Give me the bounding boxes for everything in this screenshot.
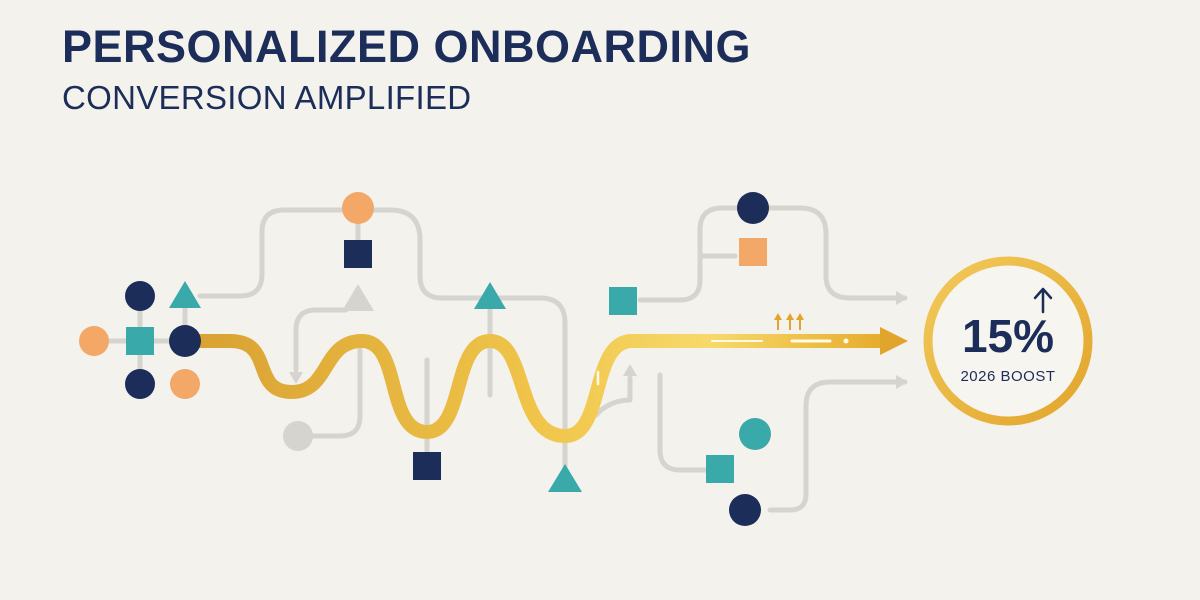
navy-circle-node xyxy=(737,192,769,224)
orange-circle-node xyxy=(170,369,200,399)
teal-square-node xyxy=(609,287,637,315)
arrowhead-gray xyxy=(896,291,908,305)
arrowhead-gray xyxy=(896,375,908,389)
navy-square-node xyxy=(344,240,372,268)
arrowhead-gray xyxy=(289,372,303,384)
navy-circle-node xyxy=(125,281,155,311)
gray-arrowheads xyxy=(289,291,908,389)
result-ring xyxy=(923,256,1093,426)
arrowhead-gray xyxy=(623,364,637,376)
navy-circle-node xyxy=(169,325,201,357)
small-up-arrows xyxy=(774,313,804,330)
stat-value: 15% xyxy=(962,310,1054,362)
arrow-up-icon xyxy=(1033,287,1053,314)
light-streaks xyxy=(596,338,849,386)
page-subtitle: CONVERSION AMPLIFIED xyxy=(62,79,472,116)
gray-connector-lines xyxy=(91,205,908,513)
teal-triangle-node xyxy=(169,281,201,308)
navy-circle-node xyxy=(729,494,761,526)
main-conversion-path xyxy=(193,313,908,443)
teal-square-node xyxy=(126,327,154,355)
orange-square-node xyxy=(739,238,767,266)
flow-nodes xyxy=(79,192,771,526)
teal-square-node xyxy=(706,455,734,483)
gray-triangle-node xyxy=(342,284,374,311)
teal-circle-node xyxy=(739,418,771,450)
result-badge: 15% 2026 BOOST xyxy=(923,256,1093,426)
gray-circle-node xyxy=(283,421,313,451)
teal-triangle-node xyxy=(548,464,582,492)
arrowhead-gold xyxy=(880,327,908,355)
navy-circle-node xyxy=(125,369,155,399)
navy-square-node xyxy=(413,452,441,480)
orange-circle-node xyxy=(342,192,374,224)
orange-circle-node xyxy=(79,326,109,356)
teal-triangle-node xyxy=(474,282,506,309)
stat-label: 2026 BOOST xyxy=(960,368,1055,385)
page-title: PERSONALIZED ONBOARDING xyxy=(62,21,752,72)
